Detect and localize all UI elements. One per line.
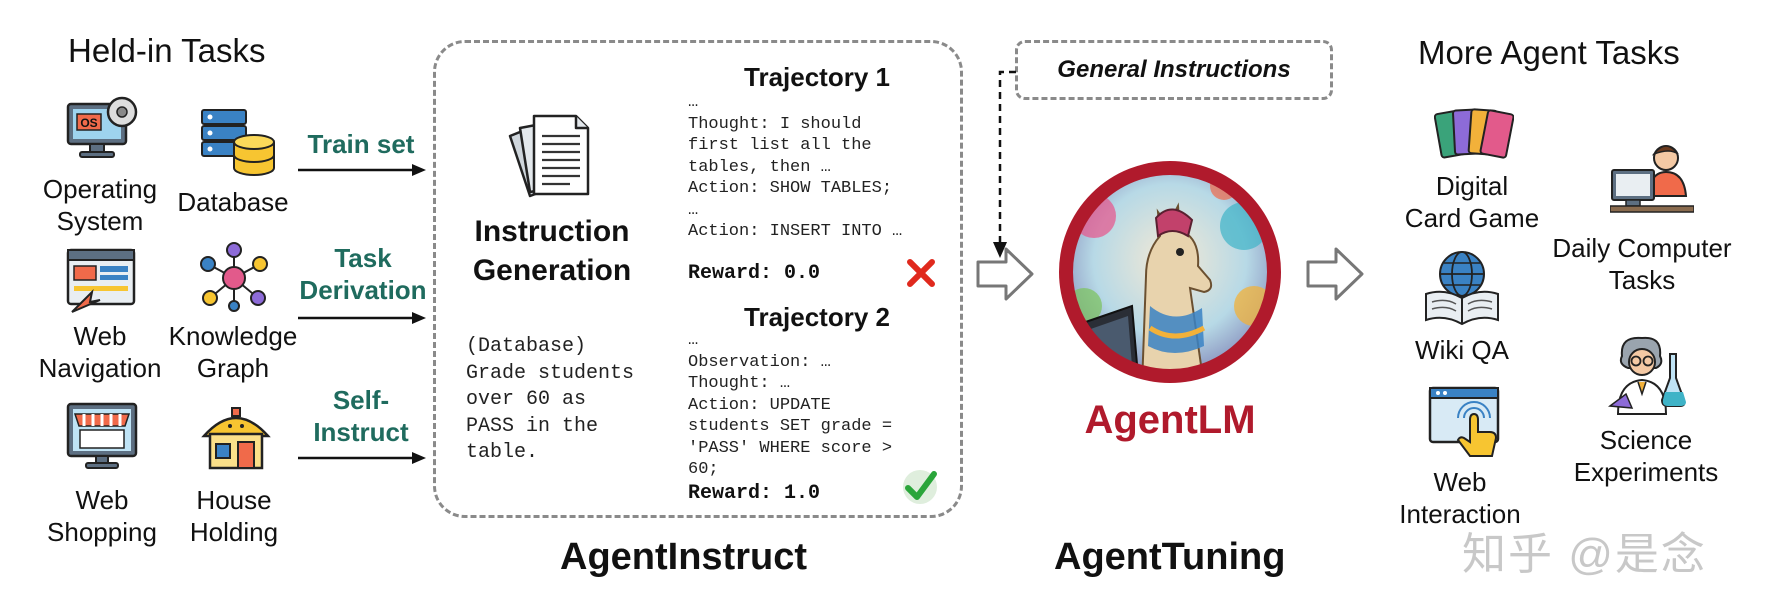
trajectory-2-title: Trajectory 2 <box>744 302 890 332</box>
agenttuning-title: AgentTuning <box>1054 536 1286 578</box>
arrow-train-set <box>298 164 426 176</box>
trajectory-1-title: Trajectory 1 <box>744 62 890 92</box>
green-check-icon <box>903 470 937 504</box>
trajectory-1-reward: Reward: 0.0 <box>688 262 821 285</box>
method-label-task-derivation: Task Derivation <box>299 243 427 305</box>
house-icon <box>201 407 271 470</box>
task-label-daily-computer-tasks: Daily Computer Tasks <box>1552 233 1732 295</box>
task-label-database: Database <box>177 187 289 217</box>
agentinstruct-title: AgentInstruct <box>560 536 807 578</box>
trajectory-1-text: … Thought: I should first list all the t… <box>688 93 903 241</box>
held-in-title: Held-in Tasks <box>68 32 266 69</box>
general-instructions-box: General Instructions <box>1015 40 1333 100</box>
agentinstruct-box <box>433 40 963 518</box>
general-instructions-label: General Instructions <box>1057 56 1291 83</box>
hollow-arrow-to-agentlm <box>976 247 1034 301</box>
method-label-train-set: Train set <box>307 129 415 159</box>
knowledge-graph-icon <box>200 242 268 312</box>
red-cross-icon <box>907 259 935 287</box>
task-label-web-navigation: Web Navigation <box>38 321 162 383</box>
arrow-self-instruct <box>298 452 426 464</box>
instruction-generation-label: Instruction Generation <box>472 215 632 287</box>
task-label-operating-system: Operating System <box>42 174 158 236</box>
method-label-self-instruct: Self- Instruct <box>313 385 409 447</box>
task-label-digital-card-game: Digital Card Game <box>1404 171 1540 233</box>
dashed-arrow-general-instructions <box>993 70 1016 258</box>
trajectory-2-text: … Observation: … Thought: … Action: UPDA… <box>688 331 893 479</box>
agentlm-llama-icon <box>1059 161 1281 383</box>
task-label-knowledge-graph: Knowledge Graph <box>168 321 298 383</box>
scientist-icon <box>1608 336 1686 415</box>
cards-icon <box>1434 108 1514 159</box>
web-shopping-icon <box>66 402 138 469</box>
trajectory-2-reward: Reward: 1.0 <box>688 482 821 505</box>
person-computer-icon <box>1610 145 1694 213</box>
svg-text:OS: OS <box>80 116 97 130</box>
globe-book-icon <box>1425 251 1499 326</box>
agentlm-label: AgentLM <box>1084 398 1256 442</box>
more-tasks-title: More Agent Tasks <box>1418 34 1680 71</box>
arrow-task-derivation <box>298 312 426 324</box>
task-label-wiki-qa: Wiki QA <box>1415 335 1509 365</box>
touch-screen-icon <box>1428 386 1500 457</box>
task-label-house-holding: House Holding <box>189 485 279 547</box>
monitor-os-icon: OS <box>66 96 138 158</box>
instruction-example: (Database) Grade students over 60 as PAS… <box>466 335 635 464</box>
hollow-arrow-to-more-tasks <box>1306 247 1364 301</box>
task-label-web-shopping: Web Shopping <box>47 485 157 547</box>
documents-icon <box>508 114 590 198</box>
web-navigation-icon <box>66 248 136 313</box>
database-icon <box>201 109 275 176</box>
watermark: 知乎 @是念 <box>1462 530 1707 579</box>
task-label-science-experiments: Science Experiments <box>1573 425 1719 487</box>
task-label-web-interaction: Web Interaction <box>1399 467 1521 526</box>
